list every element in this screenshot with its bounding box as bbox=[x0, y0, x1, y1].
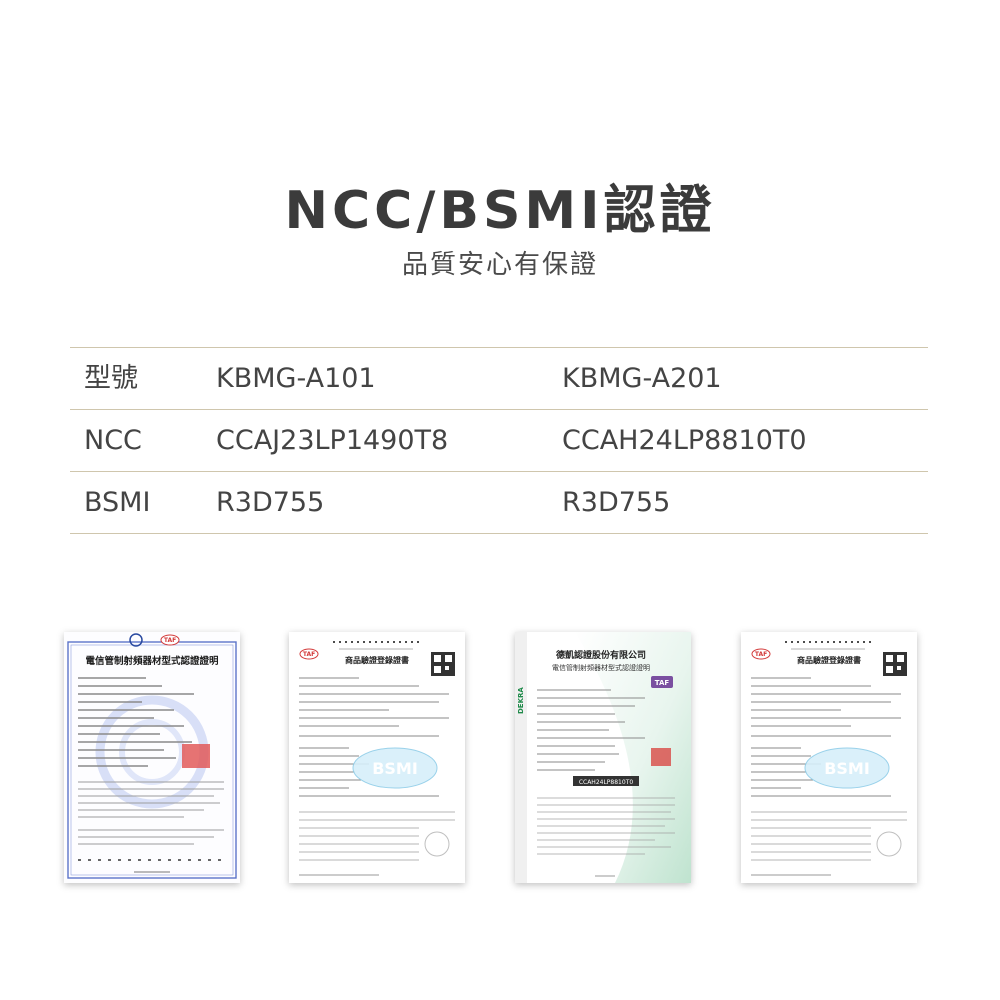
certificate-title: 商品驗證登錄證書 bbox=[797, 655, 861, 665]
row-label: BSMI bbox=[84, 487, 151, 518]
red-seal-stamp-icon bbox=[651, 748, 671, 766]
seal-icon bbox=[424, 831, 450, 857]
taf-badge: TAF bbox=[160, 634, 180, 646]
ttl-logo-icon bbox=[129, 633, 143, 647]
dekra-brand-text: DEKRA bbox=[517, 687, 525, 714]
model-a101-value: KBMG-A101 bbox=[216, 363, 376, 394]
text-lines bbox=[299, 677, 449, 797]
ncc-a101-value: CCAJ23LP1490T8 bbox=[216, 425, 449, 456]
notes-lines bbox=[78, 781, 224, 845]
row-label: 型號 bbox=[84, 363, 138, 394]
text-lines bbox=[537, 689, 645, 771]
seal-icon bbox=[876, 831, 902, 857]
table-lines bbox=[299, 811, 455, 861]
page-subtitle: 品質安心有保證 bbox=[401, 250, 598, 280]
row-label: NCC bbox=[84, 425, 142, 456]
bsmi-certificate-a201: TAF 商品驗證登錄證書 BSMI bbox=[741, 632, 917, 883]
green-wave-decoration bbox=[575, 632, 691, 883]
taf-badge: TAF bbox=[651, 676, 673, 688]
bsmi-stamp-icon bbox=[352, 747, 438, 789]
spec-table: 型號 KBMG-A101 KBMG-A201 NCC CCAJ23LP1490T… bbox=[70, 347, 928, 534]
bsmi-a101-value: R3D755 bbox=[216, 487, 325, 518]
taf-badge: TAF bbox=[751, 648, 771, 660]
ncc-certificate-a101: TAF 電信管制射頻器材型式認證證明 bbox=[64, 632, 240, 883]
table-row: BSMI R3D755 R3D755 bbox=[70, 472, 928, 534]
ncc-a201-value: CCAH24LP8810T0 bbox=[562, 425, 807, 456]
red-seal-stamp-icon bbox=[182, 744, 210, 768]
text-lines bbox=[751, 677, 901, 797]
bsmi-stamp-text: BSMI bbox=[824, 759, 870, 778]
certificate-issuer: 德凱認證股份有限公司 bbox=[556, 649, 646, 661]
bsmi-stamp-text: BSMI bbox=[372, 759, 418, 778]
certificate-title: 電信管制射頻器材型式認證證明 bbox=[85, 655, 219, 667]
taf-badge-text: TAF bbox=[755, 651, 767, 658]
taf-badge-text: TAF bbox=[303, 651, 315, 658]
table-row: 型號 KBMG-A101 KBMG-A201 bbox=[70, 348, 928, 410]
notes-lines bbox=[537, 797, 675, 855]
certificate-title: 商品驗證登錄證書 bbox=[345, 655, 409, 665]
taf-badge-text: TAF bbox=[164, 637, 176, 644]
bsmi-a201-value: R3D755 bbox=[562, 487, 671, 518]
certificate-subtitle: 電信管制射頻器材型式認證證明 bbox=[552, 663, 650, 672]
ncc-certificate-a201: DEKRA 德凱認證股份有限公司 電信管制射頻器材型式認證證明 TAF CCAH… bbox=[515, 632, 691, 883]
page-title: NCC/BSMI認證 bbox=[284, 181, 716, 241]
bsmi-certificate-a101: TAF 商品驗證登錄證書 BSMI bbox=[289, 632, 465, 883]
table-row: NCC CCAJ23LP1490T8 CCAH24LP8810T0 bbox=[70, 410, 928, 472]
taf-badge: TAF bbox=[299, 648, 319, 660]
code-label-bar bbox=[573, 776, 639, 786]
bsmi-stamp-icon bbox=[804, 747, 890, 789]
taf-badge-text: TAF bbox=[655, 679, 670, 687]
table-lines bbox=[751, 811, 907, 861]
model-a201-value: KBMG-A201 bbox=[562, 363, 722, 394]
text-lines bbox=[78, 677, 194, 767]
certificate-code: CCAH24LP8810T0 bbox=[579, 779, 634, 786]
